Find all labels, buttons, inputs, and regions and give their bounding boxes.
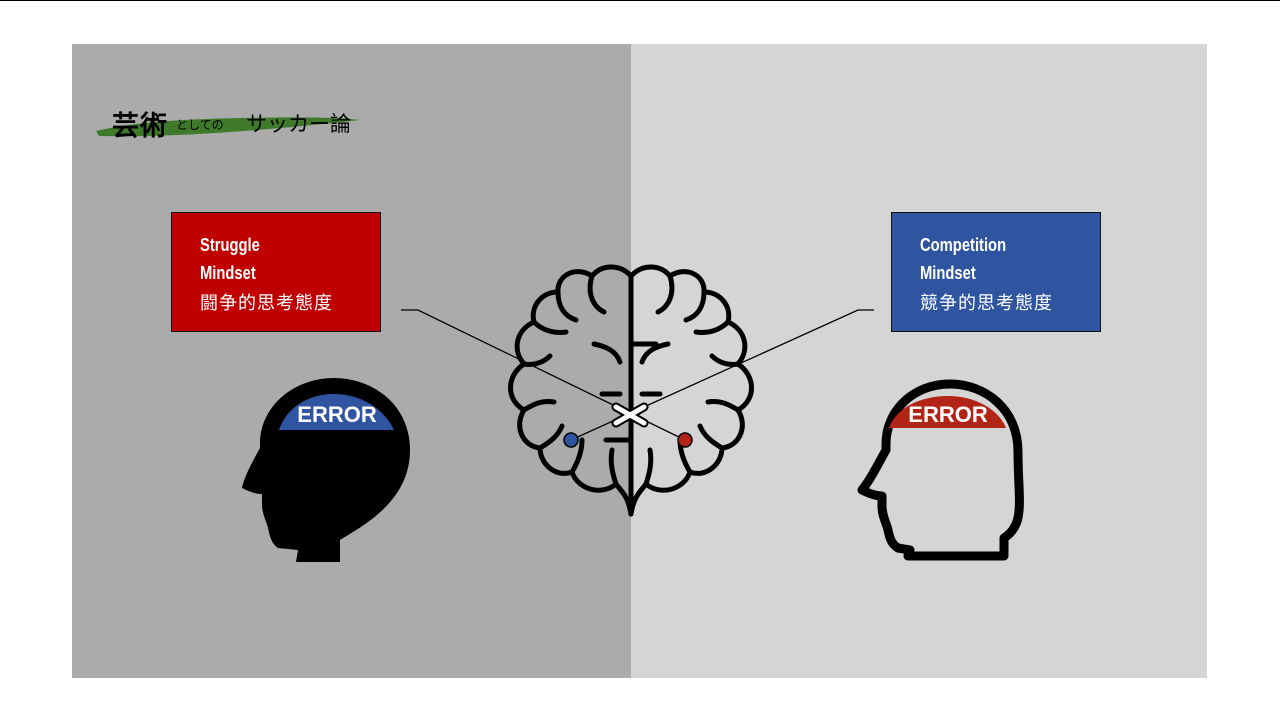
slide: 芸術 としての サッカー論 Struggle Mindset 闘争的思考態度 C… [72, 44, 1207, 678]
competition-mindset-box: Competition Mindset 競争的思考態度 [891, 212, 1101, 332]
competition-label: Competition [920, 235, 1007, 255]
diagram-art: ERROR ERROR [242, 264, 1024, 562]
logo: 芸術 としての サッカー論 [94, 100, 364, 152]
struggle-japanese-label: 闘争的思考態度 [200, 293, 333, 314]
red-dot-icon [677, 432, 693, 448]
left-error-text: ERROR [297, 402, 377, 427]
connector-lines [401, 309, 874, 441]
logo-sub-text: としての [176, 118, 224, 132]
struggle-connector-line [401, 309, 686, 441]
left-head-icon [242, 378, 410, 562]
right-error-badge [889, 396, 1006, 428]
brain-icon [508, 264, 754, 517]
left-error-badge [279, 394, 394, 430]
struggle-label: Struggle [200, 235, 260, 255]
mindset-label-right: Mindset [920, 263, 976, 283]
competition-connector-line [570, 309, 874, 441]
brush-stroke-icon [96, 117, 360, 137]
top-rule [0, 0, 1280, 1]
struggle-mindset-box: Struggle Mindset 闘争的思考態度 [171, 212, 381, 332]
right-error-text: ERROR [908, 402, 988, 427]
mindset-label-left: Mindset [200, 263, 256, 283]
blue-dot-icon [563, 432, 579, 448]
right-head-icon [857, 379, 1024, 561]
logo-main-text: 芸術 [112, 111, 168, 142]
competition-japanese-label: 競争的思考態度 [920, 293, 1053, 314]
logo-tail-text: サッカー論 [246, 112, 351, 136]
right-panel [631, 44, 1207, 678]
cross-mark-icon [611, 402, 649, 428]
right-head-outline [857, 379, 1024, 561]
